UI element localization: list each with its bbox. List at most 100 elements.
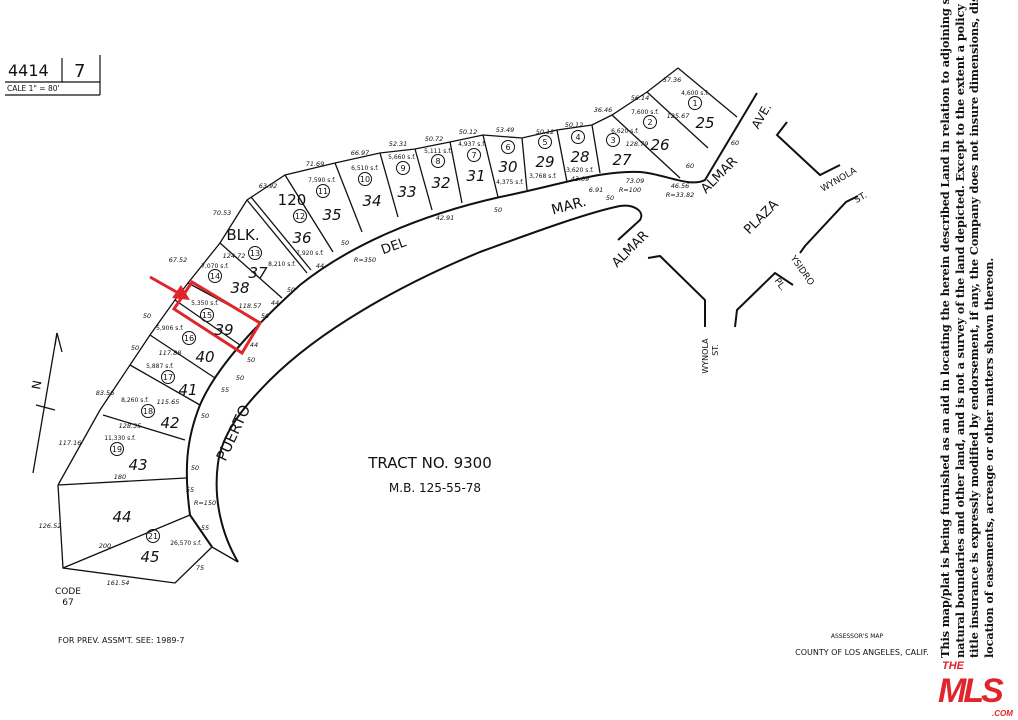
parcel-number: 2 [647, 118, 652, 127]
lot-area: 6,510 s.f. [351, 165, 379, 172]
parcel-circle [643, 115, 657, 129]
lot-area: 11,330 s.f. [104, 435, 136, 442]
north-letter: N [29, 379, 44, 390]
lot-number: 43 [128, 456, 147, 474]
parcel-circle [358, 172, 372, 186]
street-label-ysidro-1: YSIDRO [787, 253, 815, 288]
dimension-label: 50 [143, 312, 151, 320]
dimension-label: R=150 [194, 499, 216, 507]
lot-number: 32 [431, 174, 450, 192]
parcel-number: 8 [435, 157, 440, 166]
dimension-label: 67.52 [169, 256, 188, 264]
parcel-number: 14 [210, 272, 220, 281]
dimension-label: 60 [731, 139, 739, 147]
block-number: 120 [278, 191, 307, 209]
street-label-almar-plaza-1: ALMAR [698, 154, 741, 197]
parcel-number: 3 [610, 136, 615, 145]
dimension-label: 55 [186, 486, 194, 494]
street-label-wynola-top-1: WYNOLA [819, 166, 859, 195]
dimension-label: 50 [201, 412, 209, 420]
dimension-label: 125.67 [667, 112, 691, 120]
lot-number: 42 [160, 414, 179, 432]
street-label-wynola-top-2: ST. [853, 191, 869, 206]
dimension-label: 128.79 [626, 140, 649, 148]
parcel-number: 9 [400, 164, 405, 173]
dimension-label: 117.88 [159, 349, 182, 357]
dimension-label: R=350 [354, 256, 376, 264]
dimension-label: R=33.82 [666, 191, 695, 199]
parcel-number: 7 [471, 151, 476, 160]
dimension-label: 50 [131, 344, 139, 352]
disclaimer-line: location of easements, acreage or other … [981, 257, 996, 658]
map-book-reference: M.B. 125-55-78 [389, 481, 481, 495]
dimension-label: 115.65 [157, 398, 180, 406]
dimension-label: 50 [191, 464, 199, 472]
lot-area: 5,350 s.f. [191, 300, 219, 307]
lot-number: 40 [195, 348, 214, 366]
puerto-del-mar-south-edge [215, 204, 643, 563]
disclaimer: This map/plat is being furnished as an a… [938, 0, 998, 658]
map-book-number: 4414 [8, 61, 49, 80]
dimension-label: 126.52 [39, 522, 62, 530]
lot-area: 4,600 s.f. [681, 90, 709, 97]
street-label-ave: AVE. [749, 101, 775, 131]
rear-boundary [57, 67, 679, 486]
dimension-label: 83.56 [96, 389, 115, 397]
the-mls-logo: THE MLS .COM [936, 660, 1016, 720]
lot-area: 8,210 s.f. [268, 261, 296, 268]
dimension-label: 63.92 [259, 182, 278, 190]
dimension-label: 50.12 [459, 128, 478, 136]
parcel-number: 6 [505, 143, 510, 152]
dimension-label: 180 [114, 473, 126, 481]
dimension-label: 53.49 [496, 126, 515, 134]
lot-number: 36 [292, 229, 311, 247]
dimension-label: 71.69 [306, 160, 325, 168]
dimension-label: 50 [261, 312, 269, 320]
dimension-label: 50.12 [536, 128, 555, 136]
parcel-circle [200, 308, 214, 322]
disclaimer-line: natural boundaries and other land, and i… [952, 0, 967, 658]
logo-the: THE [942, 660, 964, 672]
code-label: CODE [55, 587, 81, 597]
dimension-label: 161.54 [107, 579, 130, 587]
parcel-circle [571, 130, 585, 144]
lot-area: 3,768 s.f. [529, 173, 557, 180]
map-page-number: 7 [74, 61, 85, 82]
lot-number: 44 [112, 508, 131, 526]
lot-number: 28 [570, 148, 589, 166]
code-value: 67 [62, 598, 73, 608]
dimension-label: 43.09 [571, 175, 590, 183]
lot-area: 7,600 s.f. [631, 109, 659, 116]
parcel-circle [606, 133, 620, 147]
parcel-number: 4 [575, 133, 580, 142]
dimension-label: 52.31 [389, 140, 408, 148]
dimension-label: 60 [686, 162, 694, 170]
lot-area: 7,070 s.f. [201, 263, 229, 270]
parcel-circle [538, 135, 552, 149]
parcel-circle [146, 529, 160, 543]
parcel-number: 17 [163, 373, 173, 382]
parcel-number: 19 [112, 445, 122, 454]
lot-area: 4,375 s.f. [496, 179, 524, 186]
lot-area: 3,620 s.f. [566, 167, 594, 174]
dimension-label: 56.14 [631, 94, 650, 102]
county-label: COUNTY OF LOS ANGELES, CALIF. [795, 648, 929, 657]
dimension-label: 73.09 [626, 177, 645, 185]
lot-area: 26,570 s.f. [170, 540, 202, 547]
parcel-circle [431, 154, 445, 168]
disclaimer-line: This map/plat is being furnished as an a… [938, 0, 952, 658]
street-label-del: DEL [379, 235, 409, 258]
parcel-circle [688, 96, 702, 110]
map-number-box [5, 55, 101, 96]
map-scale: CALE 1" = 80' [7, 84, 60, 93]
lot-number: 38 [230, 279, 249, 297]
dimension-label: 42.91 [436, 214, 455, 222]
parcel-circle [467, 148, 481, 162]
lot-number: 35 [322, 206, 341, 224]
logo-mls: MLS [938, 672, 1004, 710]
parcel-circle [293, 209, 307, 223]
parcel-circle [182, 331, 196, 345]
street-label-puerto: PUERTO [213, 402, 255, 464]
parcel-circle [396, 161, 410, 175]
